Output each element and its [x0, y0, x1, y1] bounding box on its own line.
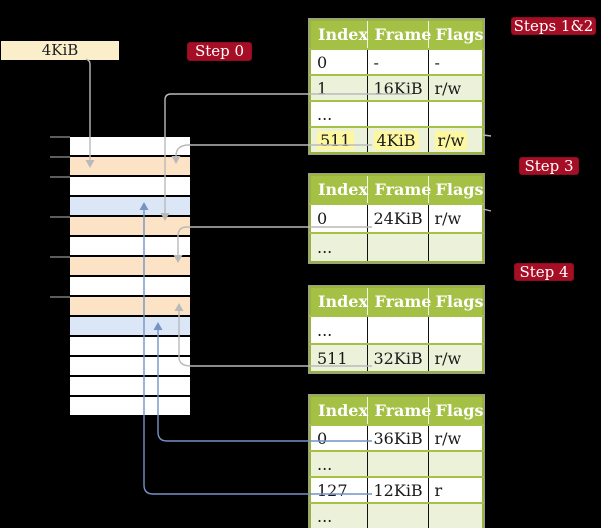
table-row: ...: [310, 100, 483, 127]
table-cell: 0: [310, 424, 367, 451]
table-cell: [427, 315, 483, 344]
memory-frame-row-28kib-plain: [70, 277, 190, 297]
table-cell: 4KiB: [366, 126, 428, 153]
table-row: 511 4KiB r/w: [310, 126, 483, 153]
badge-step-0: Step 0: [187, 42, 252, 61]
table-cell: [427, 232, 483, 262]
table-cell: 127: [310, 476, 367, 503]
table-cell: r/w: [427, 343, 483, 372]
column-header-index: Index: [310, 20, 368, 49]
table-cell: 511: [310, 126, 367, 153]
table-cell: [366, 502, 428, 528]
table-cell: 0: [310, 48, 367, 75]
table-row: ...: [310, 232, 483, 262]
column-header-flags: Flags: [427, 287, 484, 316]
table-row: ...: [310, 502, 483, 528]
table-cell: ...: [310, 450, 367, 477]
memory-frame-row-52kib-plain: [70, 397, 190, 417]
memory-frame-row-4kib-table: [70, 157, 190, 177]
memory-address-ticks: [50, 136, 70, 298]
highlighted-entry: 4KiB: [373, 130, 419, 150]
memory-frame-row-24kib-table: [70, 257, 190, 277]
memory-frame-row-20kib-plain: [70, 237, 190, 257]
table-cell: [427, 502, 483, 528]
badge-steps-1-2: Steps 1&2: [511, 17, 596, 35]
table-cell: 24KiB: [366, 203, 428, 233]
table-cell: 511: [310, 343, 367, 372]
table-cell: 1: [310, 74, 367, 101]
column-header-index: Index: [310, 396, 368, 425]
table-cell: [427, 450, 483, 477]
highlighted-entry: r/w: [434, 130, 468, 150]
column-header-frame: Frame: [366, 287, 431, 316]
column-header-frame: Frame: [366, 20, 431, 49]
column-header-flags: Flags: [427, 20, 484, 49]
table-cell: r/w: [427, 424, 483, 451]
table-cell: ...: [310, 502, 367, 528]
table-cell: 36KiB: [366, 424, 428, 451]
memory-frame-row-16kib-table: [70, 217, 190, 237]
table-cell: [366, 450, 428, 477]
column-header-frame: Frame: [366, 175, 431, 204]
memory-frame-row-40kib-plain: [70, 337, 190, 357]
memory-frame-row-0kib-plain: [70, 137, 190, 157]
table-cell: [366, 232, 428, 262]
badge-step-4: Step 4: [514, 263, 574, 281]
table-row: ...: [310, 315, 483, 344]
table-cell: [366, 315, 428, 344]
table-cell: -: [427, 48, 483, 75]
frame-4kib-label: 4KiB: [1, 41, 119, 60]
table-cell: r: [427, 476, 483, 503]
stub-l4-entry511-right: [482, 134, 492, 137]
table-cell: 16KiB: [366, 74, 428, 101]
column-header-frame: Frame: [366, 396, 431, 425]
table-cell: r/w: [427, 74, 483, 101]
column-header-flags: Flags: [427, 175, 484, 204]
memory-frame-row-44kib-plain: [70, 357, 190, 377]
memory-column: [70, 137, 190, 417]
memory-frame-row-48kib-plain: [70, 377, 190, 397]
table-cell: [427, 100, 483, 127]
table-cell: 32KiB: [366, 343, 428, 372]
memory-frame-row-32kib-table: [70, 297, 190, 317]
column-header-flags: Flags: [427, 396, 484, 425]
table-cell: 0: [310, 203, 367, 233]
memory-frame-row-12kib-mapped: [70, 197, 190, 217]
table-row: ...: [310, 450, 483, 477]
column-header-index: Index: [310, 287, 368, 316]
table-cell: [366, 100, 428, 127]
stub-step3-entry0-right: [482, 208, 492, 212]
memory-frame-row-8kib-plain: [70, 177, 190, 197]
highlighted-entry: 511: [317, 130, 354, 150]
memory-frame-row-36kib-mapped: [70, 317, 190, 337]
table-cell: -: [366, 48, 428, 75]
table-cell: ...: [310, 232, 367, 262]
table-row: 0--: [310, 48, 483, 75]
table-cell: ...: [310, 100, 367, 127]
table-cell: ...: [310, 315, 367, 344]
table-cell: 12KiB: [366, 476, 428, 503]
column-header-index: Index: [310, 175, 368, 204]
table-cell: r/w: [427, 126, 483, 153]
table-cell: r/w: [427, 203, 483, 233]
badge-step-3: Step 3: [519, 157, 579, 175]
